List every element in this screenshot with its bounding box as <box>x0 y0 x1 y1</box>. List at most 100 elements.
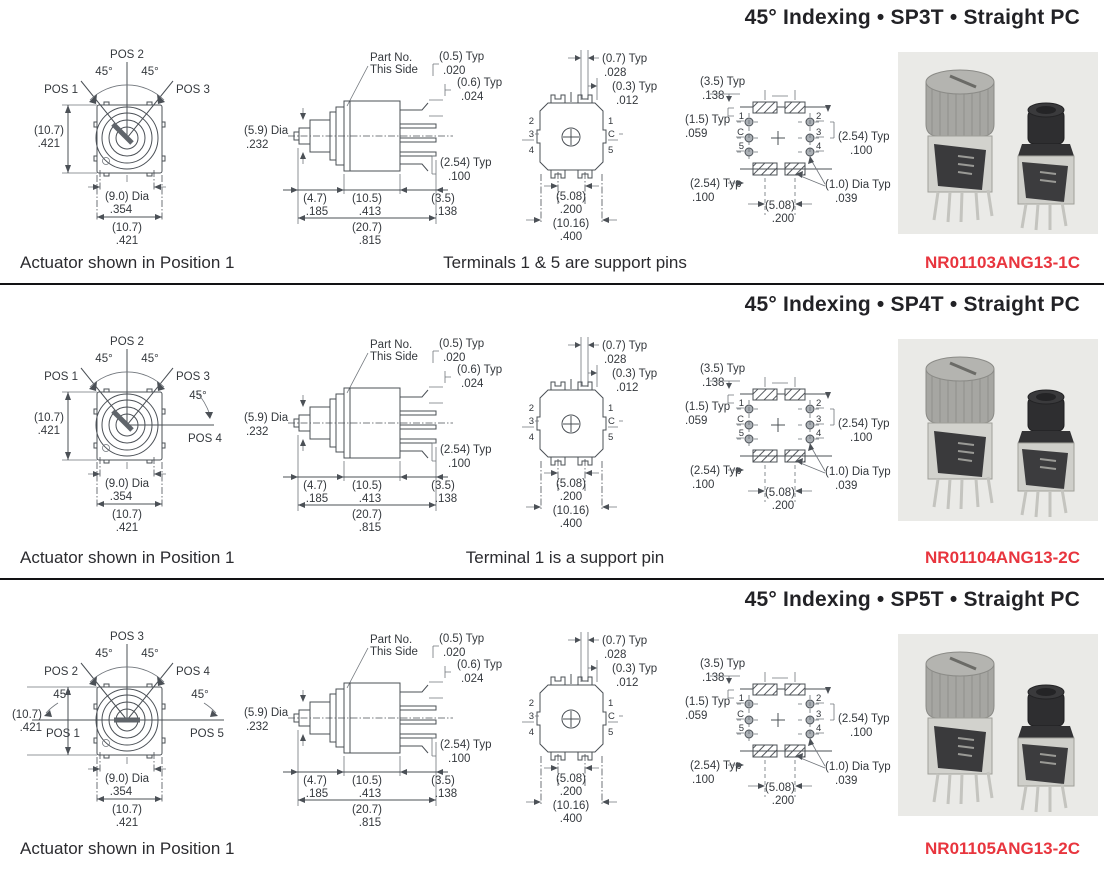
dim-hole-dia-mm: (1.0) Dia Typ <box>825 179 891 191</box>
terminal-label: 4 <box>529 145 534 156</box>
dim-pin-thickness-in: .020 <box>443 352 465 364</box>
dim-dia-in: .354 <box>110 204 133 216</box>
dim-body-width-mm: (10.16) <box>553 800 590 812</box>
dim-shaft-len-mm: (4.7) <box>303 480 327 492</box>
hole-label: 4 <box>816 428 821 439</box>
terminal-view-drawing: (0.7) Typ .028 (0.3) Typ .012 2 3 4 1 C … <box>518 331 693 531</box>
dim-height-mm: (10.7) <box>34 125 64 137</box>
knob-switch-photo <box>925 69 995 223</box>
dim-dia-in: .354 <box>110 786 133 798</box>
caption-actuator-position: Actuator shown in Position 1 <box>20 839 235 858</box>
hole-label: 1 <box>739 111 744 122</box>
product-photos <box>898 52 1098 234</box>
dim-pin-width-mm: (0.6) Typ <box>457 77 502 89</box>
terminal-label: 1 <box>608 403 613 414</box>
dim-height-in: .421 <box>38 425 60 437</box>
terminal-label: 3 <box>529 129 534 140</box>
hole-label: 3 <box>816 709 821 720</box>
angle-label: 45° <box>95 66 112 78</box>
side-view-svg: Part No. This Side (0.5) Typ .020 (0.6) … <box>244 633 502 829</box>
plain-switch-photo <box>1017 102 1075 231</box>
dim-hole-pitch-h-mm: (2.54) Typ <box>690 465 742 477</box>
dim-body-width-mm: (10.16) <box>553 505 590 517</box>
terminal-label: C <box>608 416 615 427</box>
dim-tab-thickness-mm: (0.3) Typ <box>612 368 657 380</box>
dim-total-len-in: .815 <box>359 235 381 247</box>
dim-width-mm: (10.7) <box>112 222 142 234</box>
dim-dia-mm: (9.0) Dia <box>105 773 150 785</box>
hole-label: 2 <box>816 398 821 409</box>
dim-shaft-dia-in: .232 <box>246 139 268 151</box>
dim-total-len-mm: (20.7) <box>352 222 382 234</box>
dim-pin-thickness-mm: (0.5) Typ <box>439 633 484 645</box>
dim-shaft-len-mm: (4.7) <box>303 775 327 787</box>
dim-shaft-dia-mm: (5.9) Dia <box>244 412 289 424</box>
dim-width-in: .421 <box>116 817 138 829</box>
terminal-label: 3 <box>529 416 534 427</box>
front-view-drawing: POS 2 45° 45° POS 1 POS 3 45° POS 4 <box>2 331 242 534</box>
dim-pin-len-in: .138 <box>435 206 457 218</box>
dim-width-in: .421 <box>116 235 138 247</box>
dim-dia-mm: (9.0) Dia <box>105 478 150 490</box>
dim-body-width-in: .400 <box>560 813 582 825</box>
terminal-view-svg: (0.7) Typ .028 (0.3) Typ .012 2 3 4 1 C … <box>522 632 657 825</box>
dim-tab-width-mm: (0.7) Typ <box>602 340 647 352</box>
hole-label: 2 <box>816 693 821 704</box>
pos-upper-right-label: POS 4 <box>176 666 210 678</box>
front-view-drawing: POS 2 45° 45° POS 1 POS 3 <box>2 44 242 247</box>
dim-pin-thickness-mm: (0.5) Typ <box>439 51 484 63</box>
hole-label: 5 <box>739 428 744 439</box>
dim-pin-width-mm: (0.6) Typ <box>457 659 502 671</box>
dim-hole-pitch-v-in: .100 <box>850 432 872 444</box>
pc-board-layout-drawing: (3.5) Typ .138 (1.5) Typ .059 1 C 5 2 3 … <box>682 337 900 522</box>
dim-pin-thickness-in: .020 <box>443 65 465 77</box>
pc-layout-svg: (3.5) Typ .138 (1.5) Typ .059 1 C 5 2 3 … <box>685 658 891 807</box>
pos-upper-left-label: POS 2 <box>44 666 78 678</box>
dim-height-mm: (10.7) <box>12 709 42 721</box>
product-photo-svg <box>898 634 1098 816</box>
angle-label: 45° <box>141 66 158 78</box>
pc-board-layout-drawing: (3.5) Typ .138 (1.5) Typ .059 1 C 5 2 3 … <box>682 50 900 235</box>
dim-hole-pitch-h-in: .100 <box>692 774 714 786</box>
section-header: 45° Indexing • SP5T • Straight PC <box>744 588 1080 611</box>
hole-label: 3 <box>816 127 821 138</box>
part-no-note-line1: Part No. <box>370 52 412 64</box>
terminal-label: 5 <box>608 727 613 738</box>
terminal-label: 4 <box>529 432 534 443</box>
dim-hole-dia-in: .039 <box>835 480 857 492</box>
hole-label: 4 <box>816 723 821 734</box>
terminal-label: 1 <box>608 698 613 709</box>
dim-tab-thickness-mm: (0.3) Typ <box>612 81 657 93</box>
dim-shaft-len-in: .185 <box>306 788 328 800</box>
dim-tab-thickness-in: .012 <box>616 95 638 107</box>
pos-top-label: POS 2 <box>110 49 144 61</box>
dim-total-len-in: .815 <box>359 522 381 534</box>
dim-body-len-mm: (10.5) <box>352 193 382 205</box>
dim-pad-offset-mm: (3.5) Typ <box>700 76 745 88</box>
pc-layout-svg: (3.5) Typ .138 (1.5) Typ .059 1 C 5 2 3 … <box>685 76 891 225</box>
dim-slot-pitch-in: .200 <box>772 795 794 807</box>
dim-height-mm: (10.7) <box>34 412 64 424</box>
dim-shaft-dia-mm: (5.9) Dia <box>244 125 289 137</box>
dim-pad-offset-mm: (3.5) Typ <box>700 363 745 375</box>
actuator-slot <box>111 409 134 432</box>
section-sp3t: 45° Indexing • SP3T • Straight PC POS 2 … <box>0 0 1104 285</box>
part-number: NR01104ANG13-2C <box>925 548 1080 567</box>
terminal-label: 2 <box>529 116 534 127</box>
dim-body-len-mm: (10.5) <box>352 775 382 787</box>
section-header: 45° Indexing • SP4T • Straight PC <box>744 293 1080 316</box>
dim-width-mm: (10.7) <box>112 509 142 521</box>
dim-pad-inset-mm: (1.5) Typ <box>685 114 730 126</box>
section-sp4t: 45° Indexing • SP4T • Straight PC POS 2 … <box>0 287 1104 580</box>
terminal-label: 5 <box>608 432 613 443</box>
dim-tab-pitch-in: .200 <box>560 204 582 216</box>
dim-shaft-dia-in: .232 <box>246 721 268 733</box>
dim-tab-pitch-mm: (5.08) <box>556 773 586 785</box>
knob-switch-photo <box>925 356 995 510</box>
dim-hole-pitch-h-mm: (2.54) Typ <box>690 760 742 772</box>
dim-pad-offset-mm: (3.5) Typ <box>700 658 745 670</box>
dim-slot-pitch-mm: (5.08) <box>765 782 795 794</box>
dim-pin-len-in: .138 <box>435 493 457 505</box>
caption-actuator-position: Actuator shown in Position 1 <box>20 548 235 567</box>
